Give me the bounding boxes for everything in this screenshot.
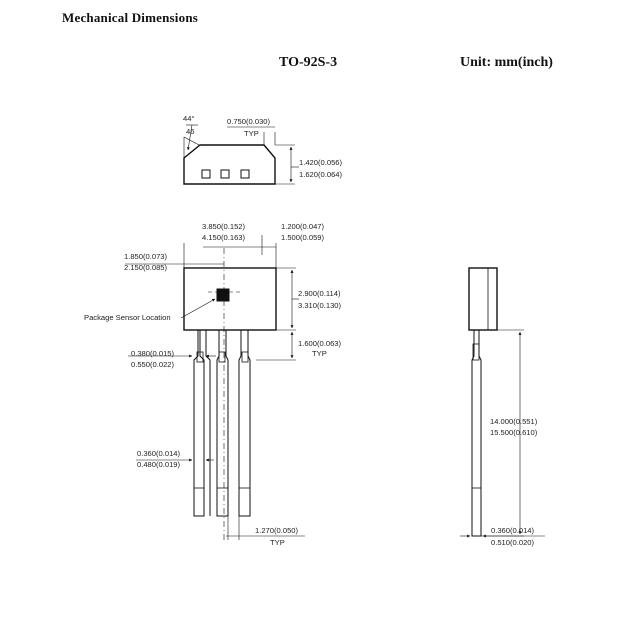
label-lead-t-max: 0.480(0.019) [137,460,181,469]
top-view-lead-2 [220,169,230,179]
label-lead-w-min: 0.380(0.015) [131,349,175,358]
label-body-w-min: 3.850(0.152) [202,222,246,231]
top-view-lead-3 [240,169,250,179]
side-view-lead [471,330,482,537]
front-view-body [183,267,277,331]
top-view-lead-1 [201,169,211,179]
unit-label: Unit: mm(inch) [460,55,553,70]
label-angle-bottom: 46 [186,127,194,136]
label-lead-t-min: 0.360(0.014) [137,449,181,458]
label-shoulder-max: 1.500(0.059) [281,233,325,242]
label-side-t-max: 0.510(0.020) [491,538,535,547]
label-side-t-min: 0.360(0.014) [491,526,535,535]
label-angle-top: 44° [183,114,194,123]
front-view [125,235,305,540]
top-view [183,124,299,185]
label-lead-len-max: 15.500(0.610) [490,428,538,437]
label-lead-seg-typ: TYP [312,349,327,358]
label-top-h-min: 1.420(0.056) [299,158,343,167]
front-view-leads [193,330,251,517]
label-body-h-max: 3.310(0.130) [298,301,342,310]
label-pitch: 1.270(0.050) [255,526,299,535]
label-lead-w-max: 0.550(0.022) [131,360,175,369]
sensor-square [216,288,230,302]
side-view [460,267,545,538]
label-pitch-typ: TYP [270,538,285,547]
label-top-h-max: 1.620(0.064) [299,170,343,179]
label-lead-seg: 1.600(0.063) [298,339,342,348]
label-shoulder-min: 1.200(0.047) [281,222,325,231]
label-top-width: 0.750(0.030) [227,117,271,126]
label-left-off-min: 1.850(0.073) [124,252,168,261]
package-name: TO-92S-3 [279,55,338,70]
label-left-off-max: 2.150(0.085) [124,263,168,272]
side-view-body [468,267,498,331]
top-view-outline [183,144,276,185]
label-lead-len-min: 14.000(0.551) [490,417,538,426]
page-title: Mechanical Dimensions [62,10,199,25]
label-top-width-typ: TYP [244,129,259,138]
label-sensor: Package Sensor Location [84,313,171,322]
label-body-h-min: 2.900(0.114) [298,289,341,298]
label-body-w-max: 4.150(0.163) [202,233,246,242]
